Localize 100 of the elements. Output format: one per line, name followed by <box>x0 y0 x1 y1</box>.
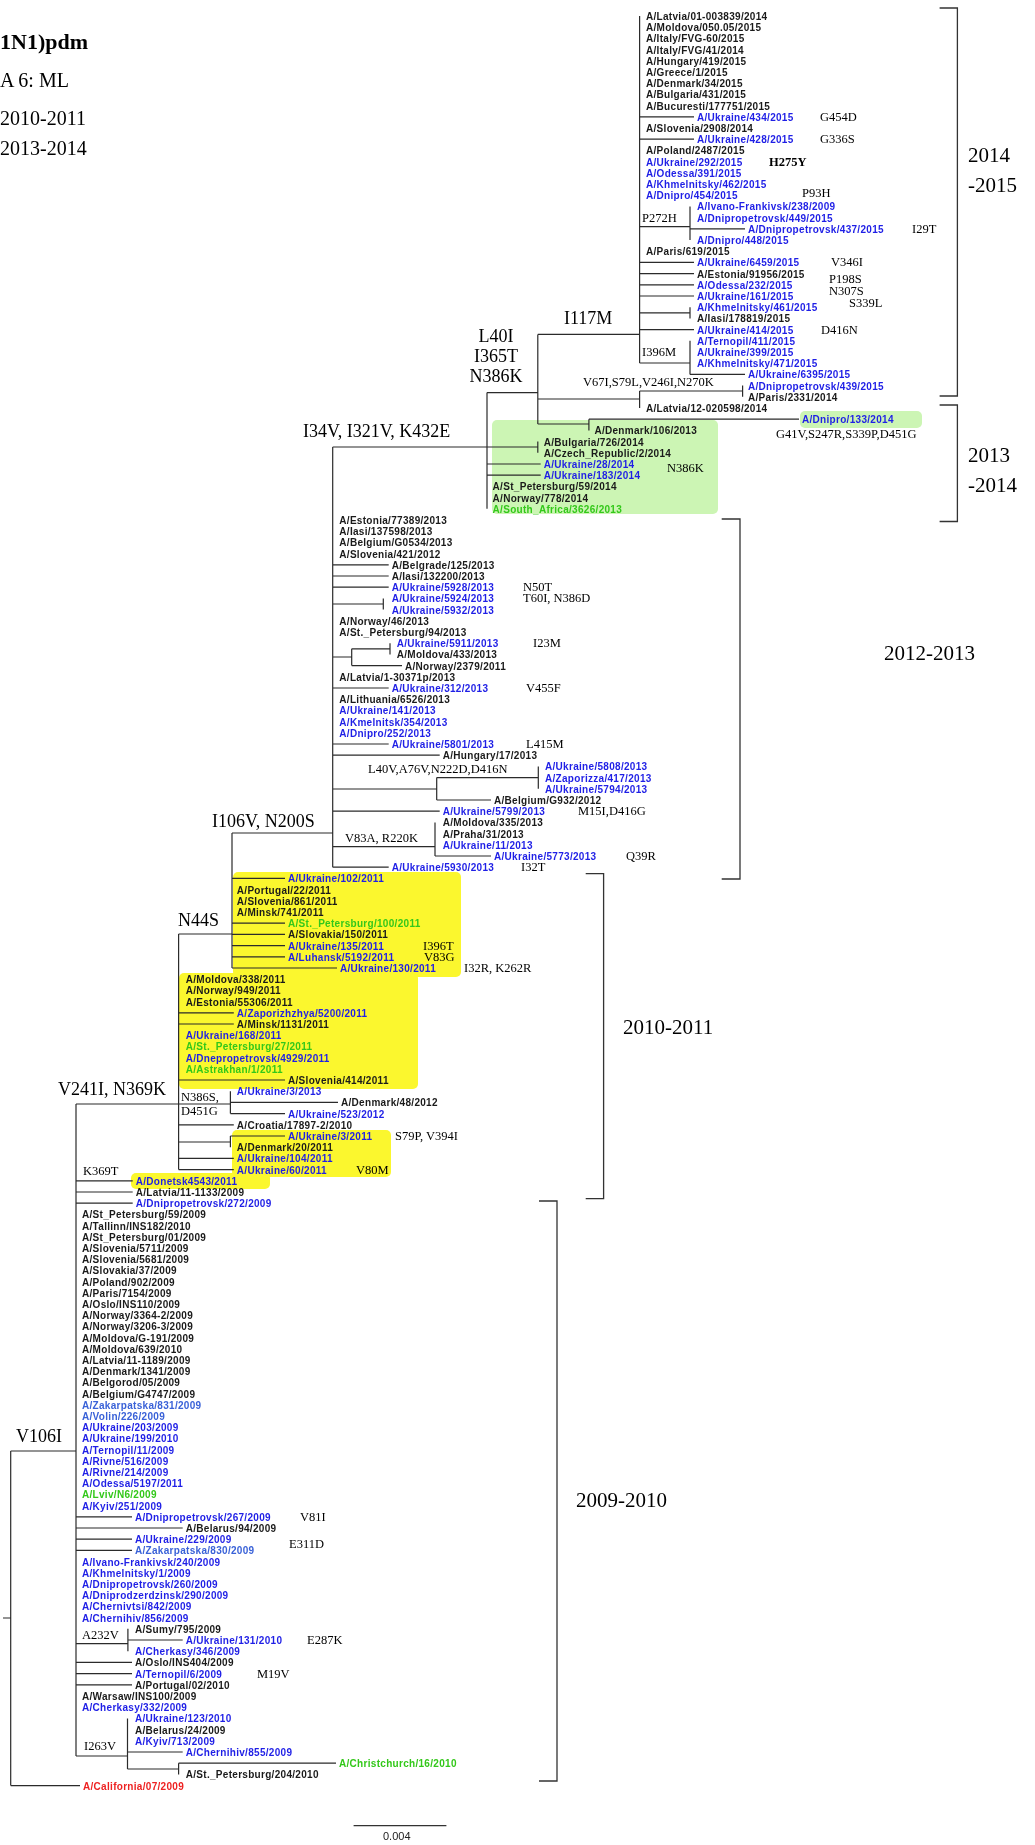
strain-label: A/Hungary/419/2015 <box>646 55 747 67</box>
strain-label: A/Zaporizhzhya/5200/2011 <box>236 1007 368 1019</box>
strain-label: A/Belgium/G0534/2013 <box>339 536 453 548</box>
strain-label: A/Ternopil/6/2009 <box>135 1668 223 1680</box>
strain-label: A/Zakarpatska/831/2009 <box>82 1399 202 1411</box>
strain-label: A/Ukraine/292/2015 <box>646 156 743 168</box>
mutation-label: H275Y <box>769 154 807 169</box>
strain-label: A/Kmelnitsk/354/2013 <box>339 716 448 728</box>
mutation-label: S339L <box>849 296 883 310</box>
strain-label: A/Ternopil/11/2009 <box>82 1444 175 1456</box>
mutation-label: I396M <box>642 345 677 359</box>
strain-label: A/Zaporizza/417/2013 <box>545 772 652 784</box>
mutation-label: P198S <box>829 272 862 286</box>
strain-label: A/Latvia/11-1189/2009 <box>82 1354 191 1366</box>
strain-label: A/Ukraine/5928/2013 <box>391 581 495 593</box>
strain-label: A/Slovakia/150/2011 <box>288 928 389 940</box>
strain-label: A/Ukraine/135/2011 <box>288 940 385 952</box>
strain-label: A/Dnipropetrovsk/437/2015 <box>748 223 884 235</box>
strain-label: A/Ukraine/183/2014 <box>543 469 641 481</box>
mutation-label: V83A, R220K <box>345 831 418 845</box>
strain-label: A/St._Petersburg/94/2013 <box>339 626 467 638</box>
mutation-label: N44S <box>178 910 219 930</box>
strain-label: A/Czech_Republic/2/2014 <box>543 447 672 459</box>
strain-label: A/Chernihiv/855/2009 <box>185 1746 293 1758</box>
strain-label: A/Ivano-Frankivsk/240/2009 <box>82 1556 221 1568</box>
mutation-label: V455F <box>526 681 561 695</box>
strain-label: A/Estonia/55306/2011 <box>185 996 293 1008</box>
strain-label: A/Latvia/12-020598/2014 <box>646 402 768 414</box>
strain-label: A/Norway/3364-2/2009 <box>82 1309 194 1321</box>
mutation-label: K369T <box>83 1164 119 1178</box>
strain-label: A/Rivne/214/2009 <box>82 1466 169 1478</box>
strain-label: A/Poland/2487/2015 <box>646 144 745 156</box>
strain-label: A/Moldova/639/2010 <box>82 1343 183 1355</box>
strain-label: A/Ukraine/161/2015 <box>697 290 794 302</box>
strain-label: A/Dnipro/133/2014 <box>802 413 894 425</box>
strain-label: A/Ukraine/3/2013 <box>236 1085 322 1097</box>
strain-label: A/Minsk/741/2011 <box>236 906 324 918</box>
mutation-label: V81I <box>300 1509 326 1524</box>
mutation-label: I32R, K262R <box>464 961 532 975</box>
strain-label: A/Rivne/516/2009 <box>82 1455 169 1467</box>
mutation-label: V346I <box>831 255 863 270</box>
strain-label: A/St_Petersburg/01/2009 <box>82 1231 207 1243</box>
strain-label: A/Lviv/N6/2009 <box>82 1488 157 1500</box>
strain-label: A/Ukraine/130/2011 <box>340 962 437 974</box>
strain-label: A/Ukraine/523/2012 <box>288 1108 385 1120</box>
clade-label: 2009-2010 <box>576 1487 667 1514</box>
strain-label: A/Italy/FVG/41/2014 <box>646 44 744 56</box>
strain-label: A/St_Petersburg/59/2014 <box>492 480 617 492</box>
strain-label: A/St_Petersburg/59/2009 <box>82 1208 207 1220</box>
strain-label: A/Ukraine/414/2015 <box>697 324 794 336</box>
mutation-label: G336S <box>820 132 855 147</box>
strain-label: A/Sumy/795/2009 <box>135 1623 222 1635</box>
strain-label: A/Bulgaria/431/2015 <box>646 88 747 100</box>
strain-label: A/Norway/949/2011 <box>185 984 281 996</box>
strain-label: A/Denmark/34/2015 <box>646 77 743 89</box>
strain-label: A/Dnipro/252/2013 <box>339 727 432 739</box>
mutation-label: I117M <box>564 308 613 328</box>
strain-label: A/Slovenia/2908/2014 <box>646 122 754 134</box>
strain-label: A/Oslo/INS404/2009 <box>135 1656 234 1668</box>
strain-label: A/Ukraine/104/2011 <box>236 1152 333 1164</box>
mutation-label: E287K <box>307 1633 343 1647</box>
strain-label: A/Belarus/24/2009 <box>135 1724 226 1736</box>
strain-label: A/South_Africa/3626/2013 <box>492 503 623 515</box>
strain-label: A/Ukraine/5808/2013 <box>545 760 648 772</box>
header-text: 2013-2014 <box>0 136 87 160</box>
mutation-label: I29T <box>912 221 937 236</box>
strain-label: A/Cherkasy/332/2009 <box>82 1701 188 1713</box>
mutation-label: G454D <box>820 109 857 124</box>
strain-label: A/Latvia/11-1133/2009 <box>135 1186 245 1198</box>
strain-label: A/Ivano-Frankivsk/238/2009 <box>697 200 836 212</box>
strain-label: A/Moldova/G-191/2009 <box>82 1332 195 1344</box>
strain-label: A/Ukraine/102/2011 <box>288 872 385 884</box>
strain-label: A/Slovenia/414/2011 <box>288 1074 389 1086</box>
strain-label: A/Bucuresti/177751/2015 <box>646 100 771 112</box>
strain-label: A/Ukraine/123/2010 <box>135 1712 232 1724</box>
strain-label: A/Dniprodzerdzinsk/290/2009 <box>82 1589 229 1601</box>
strain-label: A/St._Petersburg/204/2010 <box>185 1768 319 1780</box>
strain-label: A/Tallinn/INS182/2010 <box>82 1220 191 1232</box>
strain-label: A/Ukraine/5911/2013 <box>396 637 499 649</box>
strain-label: A/Norway/778/2014 <box>492 492 589 504</box>
strain-label: A/Chernihiv/856/2009 <box>82 1612 189 1624</box>
strain-label: A/Dnipro/454/2015 <box>646 189 738 201</box>
mutation-label: V106I <box>16 1426 62 1446</box>
strain-label: A/Norway/3206-3/2009 <box>82 1320 194 1332</box>
figure-title: 1N1)pdm <box>0 29 88 55</box>
mutation-label: M15I,D416G <box>578 804 646 819</box>
strain-label: A/Denmark/106/2013 <box>594 424 698 436</box>
strain-label: A/Ukraine/5773/2013 <box>494 850 597 862</box>
strain-label: A/Khmelnitsky/462/2015 <box>646 178 767 190</box>
strain-label: A/Denmark/1341/2009 <box>82 1365 191 1377</box>
strain-label: A/Denmark/48/2012 <box>341 1096 438 1108</box>
strain-label: A/Norway/46/2013 <box>339 615 430 627</box>
strain-label: A/Zakarpatska/830/2009 <box>135 1544 255 1556</box>
mutation-label: L415M <box>526 737 564 751</box>
strain-label: A/Ukraine/5930/2013 <box>391 861 495 873</box>
scale-label: 0.004 <box>383 1830 411 1842</box>
mutation-label: P272H <box>642 211 677 225</box>
strain-label: A/Bulgaria/726/2014 <box>543 436 644 448</box>
strain-label: A/Estonia/91956/2015 <box>697 268 805 280</box>
mutation-label: D416N <box>821 322 858 337</box>
